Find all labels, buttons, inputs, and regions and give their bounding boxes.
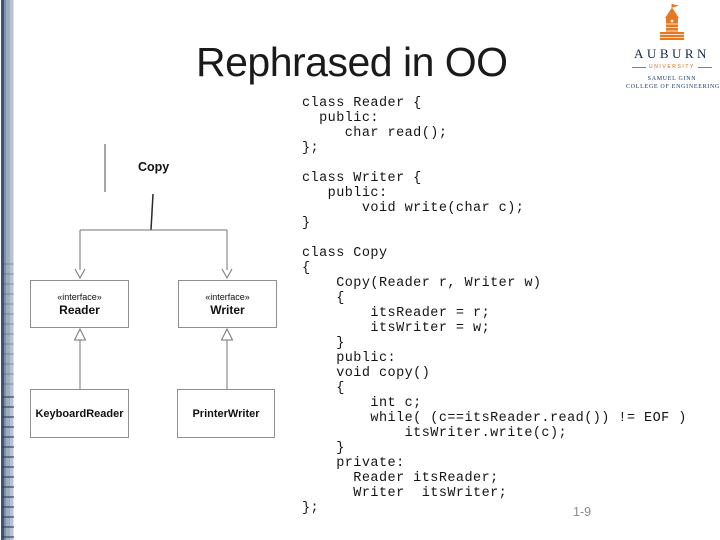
code-block: class Reader { public: char read(); }; c… (302, 96, 687, 516)
writer-name: Writer (210, 302, 245, 317)
university-label: UNIVERSITY (648, 64, 695, 70)
uml-box-writer-interface: «interface» Writer (178, 280, 277, 328)
university-row: UNIVERSITY (626, 64, 718, 70)
dependency-arrowhead-reader (74, 268, 86, 280)
auburn-wordmark: AUBURN (634, 46, 710, 61)
uml-box-printerwriter: PrinterWriter (177, 389, 275, 438)
rule-left (631, 66, 646, 68)
uml-box-reader-interface: «interface» Reader (30, 280, 129, 328)
reader-stereotype: «interface» (57, 291, 102, 302)
slide-title: Rephrased in OO (196, 39, 508, 85)
left-strip-texture-faint (2, 255, 14, 388)
uml-box-keyboardreader: KeyboardReader (30, 389, 129, 438)
keyboardreader-name: KeyboardReader (35, 407, 124, 420)
left-strip-texture (2, 388, 14, 540)
generalization-triangle-reader (73, 327, 87, 341)
samford-hall-tower-icon (660, 4, 684, 40)
college-line2: COLLEGE OF ENGINEERING (626, 84, 720, 90)
auburn-logo: AUBURN UNIVERSITY SAMUEL GINN COLLEGE OF… (626, 3, 720, 91)
printerwriter-name: PrinterWriter (192, 407, 260, 420)
copy-connector-line (150, 193, 154, 231)
generalization-triangle-writer (220, 327, 234, 341)
writer-stereotype: «interface» (205, 291, 250, 302)
college-name: SAMUEL GINN COLLEGE OF ENGINEERING (626, 75, 720, 91)
reader-name: Reader (59, 302, 100, 317)
dependency-arrowhead-writer (221, 268, 233, 280)
rule-right (698, 66, 712, 68)
page-number: 1-9 (573, 505, 592, 519)
copy-class-label: Copy (138, 160, 170, 174)
college-line1: SAMUEL GINN (647, 76, 697, 82)
